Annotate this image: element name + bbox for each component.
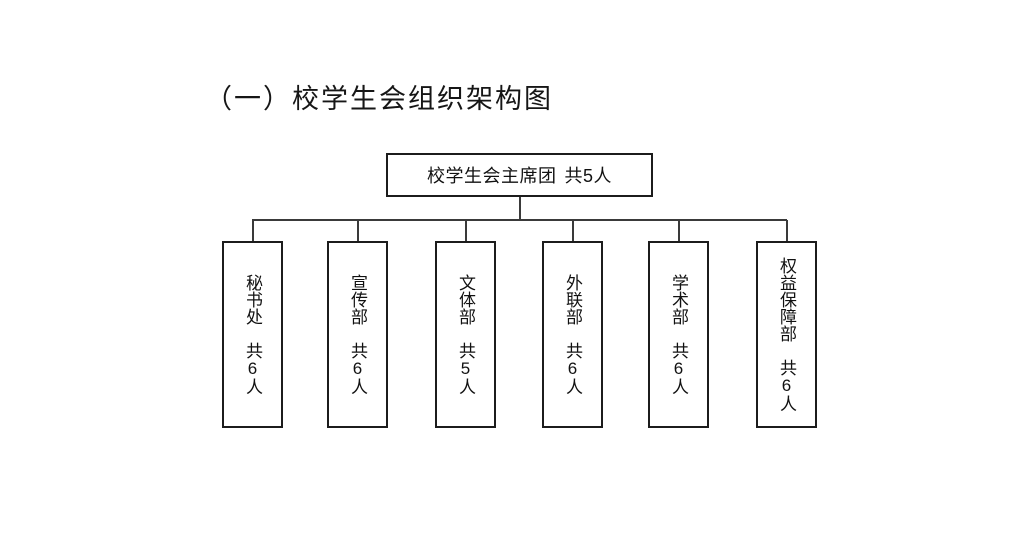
dept-name: 学术部 bbox=[669, 274, 688, 325]
dept-text: 秘书处 共6人 bbox=[243, 274, 262, 395]
dept-count: 共6人 bbox=[669, 342, 688, 395]
dept-count: 共6人 bbox=[348, 342, 367, 395]
dept-count: 共6人 bbox=[243, 342, 262, 395]
dept-text: 学术部 共6人 bbox=[669, 274, 688, 395]
section-title: （一）校学生会组织架构图 bbox=[205, 84, 553, 114]
dept-count: 共5人 bbox=[456, 342, 475, 395]
dept-count: 共6人 bbox=[777, 359, 796, 412]
connector-line bbox=[252, 220, 254, 242]
dept-name: 外联部 bbox=[563, 274, 582, 325]
dept-text: 文体部 共5人 bbox=[456, 274, 475, 395]
dept-name: 文体部 bbox=[456, 274, 475, 325]
dept-name: 秘书处 bbox=[243, 274, 262, 325]
org-dept-node-publicity: 宣传部 共6人 bbox=[327, 241, 388, 428]
org-root-label: 校学生会主席团 bbox=[426, 166, 557, 186]
connector-line bbox=[678, 220, 680, 242]
org-dept-node-secretariat: 秘书处 共6人 bbox=[222, 241, 283, 428]
connector-bus-line bbox=[252, 219, 787, 221]
org-root-count: 共5人 bbox=[564, 166, 612, 186]
org-dept-node-rights: 权益保障部 共6人 bbox=[756, 241, 817, 428]
connector-line bbox=[357, 220, 359, 242]
org-root-node: 校学生会主席团 共5人 bbox=[386, 153, 653, 197]
connector-line bbox=[465, 220, 467, 242]
connector-line bbox=[572, 220, 574, 242]
connector-stem-line bbox=[519, 197, 521, 220]
connector-line bbox=[786, 220, 788, 242]
dept-text: 权益保障部 共6人 bbox=[777, 257, 796, 412]
org-dept-node-academic: 学术部 共6人 bbox=[648, 241, 709, 428]
dept-text: 宣传部 共6人 bbox=[348, 274, 367, 395]
org-dept-node-outreach: 外联部 共6人 bbox=[542, 241, 603, 428]
dept-text: 外联部 共6人 bbox=[563, 274, 582, 395]
org-dept-node-culture-sports: 文体部 共5人 bbox=[435, 241, 496, 428]
dept-name: 权益保障部 bbox=[777, 257, 796, 342]
dept-count: 共6人 bbox=[563, 342, 582, 395]
dept-name: 宣传部 bbox=[348, 274, 367, 325]
